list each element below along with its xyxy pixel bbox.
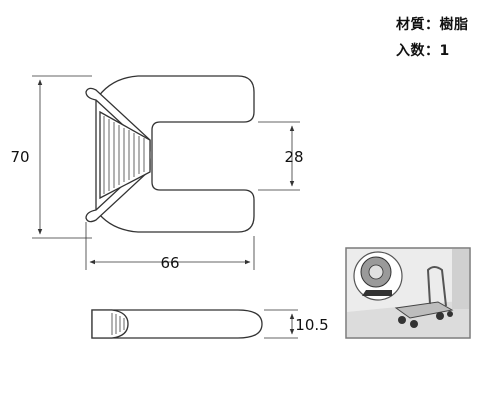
- side-view-outline: [91, 309, 263, 339]
- top-view-outline: [95, 75, 255, 233]
- material-spec: 材質：樹脂: [396, 14, 469, 34]
- width-dimension-label: 66: [160, 254, 179, 272]
- side-rib-lines: [111, 313, 125, 335]
- rib-lines: [103, 116, 145, 194]
- quantity-label: 入数: [396, 43, 425, 59]
- stopper-detail-icon: [362, 290, 392, 296]
- quantity-spec: 入数：1: [396, 40, 450, 60]
- cart-handle: [426, 266, 447, 307]
- material-value: 樹脂: [439, 17, 469, 33]
- cart-deck: [394, 301, 454, 319]
- cart-wheel-icon: [398, 316, 406, 324]
- height-dimension: [32, 75, 92, 239]
- usage-wall: [452, 249, 469, 309]
- thickness-dimension-label: 10.5: [295, 316, 328, 334]
- top-view: [85, 75, 255, 233]
- slot-dimension: [258, 121, 300, 191]
- ribbed-face: [99, 110, 151, 200]
- material-separator: ：: [425, 17, 440, 33]
- side-view: [91, 309, 263, 339]
- quantity-separator: ：: [425, 43, 440, 59]
- height-dimension-label: 70: [10, 148, 29, 166]
- material-label: 材質: [396, 17, 425, 33]
- slot-dimension-label: 28: [284, 148, 303, 166]
- usage-illustration: [345, 247, 471, 339]
- width-dimension: [85, 222, 255, 270]
- thickness-dimension: [264, 309, 298, 339]
- quantity-value: 1: [439, 43, 450, 59]
- side-view-wedge-end: [91, 309, 129, 339]
